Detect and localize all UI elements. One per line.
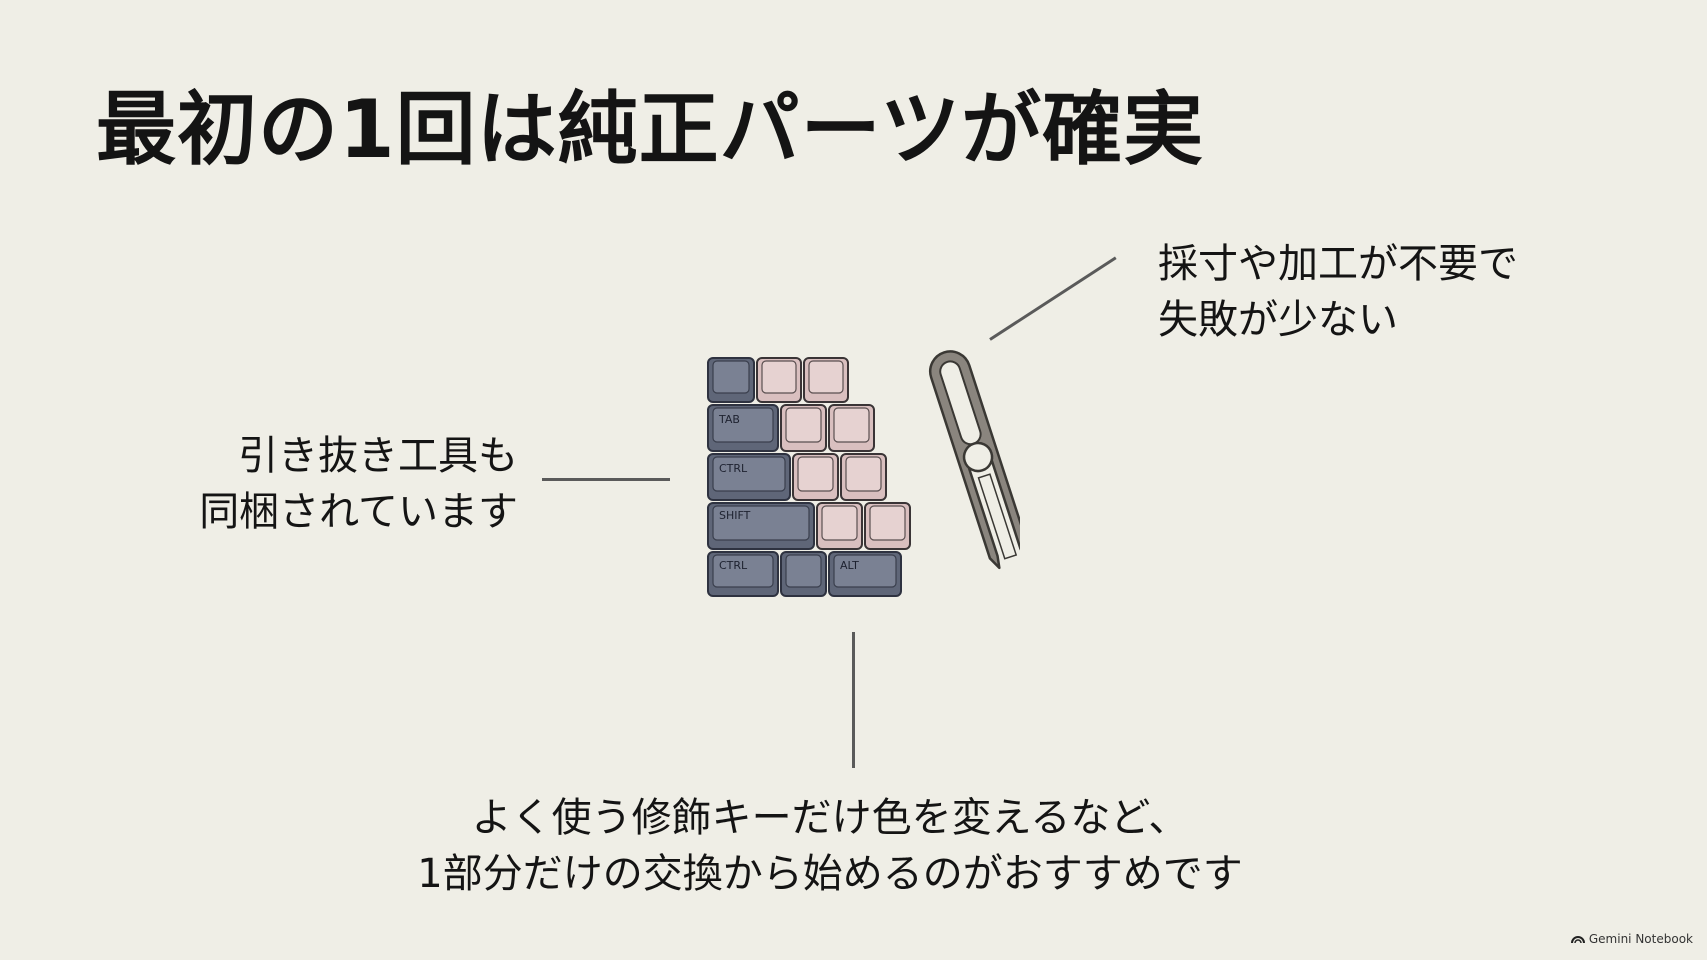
branding: Gemini Notebook [1570, 932, 1693, 946]
callout-right-line-1: 採寸や加工が不要で [1158, 241, 1518, 287]
keycap-pink-r2b [828, 404, 875, 452]
keycap-pink-r4b [864, 502, 911, 550]
slide-title: 最初の1回は純正パーツが確実 [96, 83, 1205, 176]
keycap-pink-r2a [780, 404, 827, 452]
callout-no-measuring: 採寸や加工が不要で 失敗が少ない [1158, 236, 1518, 348]
keycap-shift-label: SHIFT [719, 509, 751, 522]
keycap-shift: SHIFT [707, 502, 815, 550]
keycap-alt: ALT [828, 551, 902, 597]
keycap-pink-r3a [792, 453, 839, 501]
keycap-tab-label: TAB [718, 413, 740, 426]
keycap-tab: TAB [707, 404, 779, 452]
callout-bottom-line-2: 1部分だけの交換から始めるのがおすすめです [417, 851, 1243, 897]
callout-left-line-2: 同梱されています [199, 489, 518, 535]
keycap-pink-r4a [816, 502, 863, 550]
keycap-ctrl: CTRL [707, 453, 791, 501]
keycap-pink-r1a [756, 357, 802, 403]
leader-line-left [542, 478, 670, 481]
keycap-dark-r1 [707, 357, 755, 403]
leader-line-right [989, 256, 1117, 341]
notebook-logo-icon [1570, 936, 1585, 944]
keycap-puller-icon [929, 350, 1020, 570]
callout-left-line-1: 引き抜き工具も [238, 433, 518, 479]
branding-label: Gemini Notebook [1588, 932, 1693, 946]
keycaps-and-puller-illustration: .kd { fill: #5f6678; stroke: #2e3240; st… [707, 350, 1020, 597]
callout-partial-swap: よく使う修飾キーだけ色を変えるなど、 1部分だけの交換から始めるのがおすすめです [380, 790, 1280, 902]
leader-line-bottom [852, 632, 855, 768]
keycap-pink-r1b [803, 357, 849, 403]
callout-puller-included: 引き抜き工具も 同梱されています [160, 428, 518, 540]
keycap-ctrl-bottom: CTRL [707, 551, 779, 597]
keycap-dark-r5 [780, 551, 827, 597]
callout-right-line-2: 失敗が少ない [1158, 297, 1398, 343]
keycap-ctrl-bottom-label: CTRL [719, 559, 748, 572]
keycap-pink-r3b [840, 453, 887, 501]
keycap-ctrl-label: CTRL [719, 462, 748, 475]
callout-bottom-line-1: よく使う修飾キーだけ色を変えるなど、 [471, 795, 1189, 841]
keycap-alt-label: ALT [840, 559, 859, 572]
